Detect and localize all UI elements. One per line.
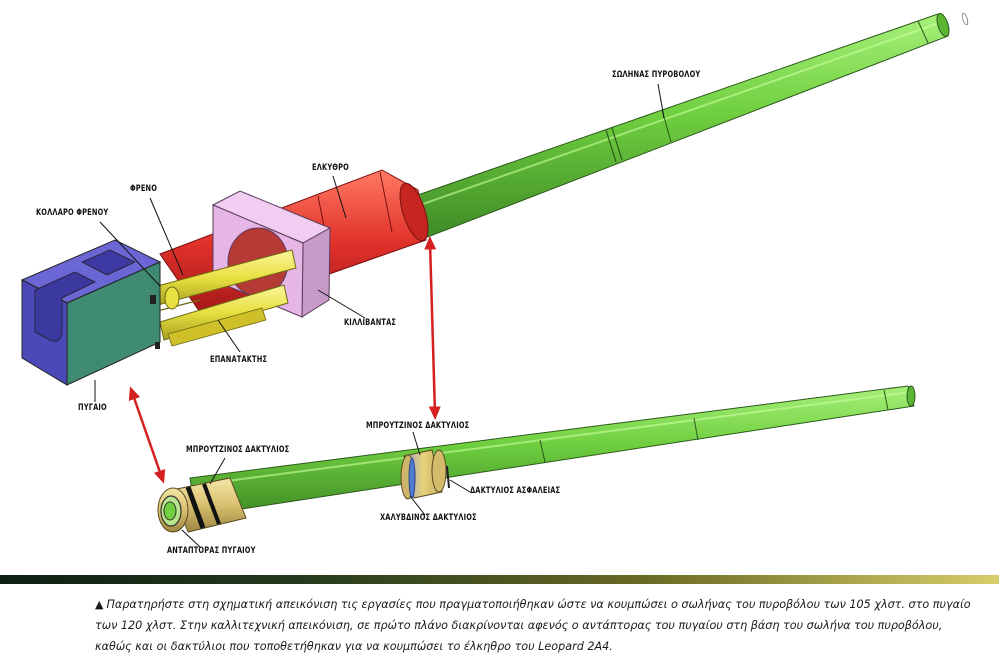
label-brake-collar: ΚΟΛΛΑΡΟ ΦΡΕΝΟΥ — [36, 208, 109, 218]
caption-divider — [0, 575, 999, 584]
label-recuperator: ΕΛΚΥΘΡΟ — [312, 163, 349, 173]
label-cradle: ΚΙΛΛΙΒΑΝΤΑΣ — [344, 318, 397, 328]
middle-rings — [400, 449, 450, 500]
label-bronze-ring-mid: ΜΠΡΟΥΤΖΙΝΟΣ ΔΑΚΤΥΛΙΟΣ — [366, 421, 470, 431]
caption-text: Παρατηρήστε στη σχηματική απεικόνιση τις… — [95, 598, 971, 653]
top-barrel — [414, 12, 969, 239]
figure-caption: ▲Παρατηρήστε στη σχηματική απεικόνιση τι… — [95, 594, 975, 657]
brake-rods — [129, 249, 297, 347]
label-barrel: ΣΩΛΗΝΑΣ ΠΥΡΟΒΟΛΟΥ — [612, 70, 701, 80]
triangle-icon: ▲ — [95, 598, 104, 611]
label-recoil-recuperator: ΕΠΑΝΑΤΑΚΤΗΣ — [210, 355, 268, 365]
label-safety-ring: ΔΑΚΤΥΛΙΟΣ ΑΣΦΑΛΕΙΑΣ — [470, 486, 561, 496]
breech-block — [20, 239, 162, 386]
label-breech-adapter: ΑΝΤΑΠΤΟΡΑΣ ΠΥΓΑΙΟΥ — [167, 546, 256, 556]
label-bronze-ring-left: ΜΠΡΟΥΤΖΙΝΟΣ ΔΑΚΤΥΛΙΟΣ — [186, 445, 290, 455]
breech-adapter — [157, 477, 247, 533]
leader-lines — [94, 83, 665, 548]
bottom-barrel — [189, 385, 916, 517]
label-breech: ΠΥΓΑΙΟ — [78, 403, 107, 413]
label-steel-ring: ΧΑΛΥΒΔΙΝΟΣ ΔΑΚΤΥΛΙΟΣ — [380, 513, 477, 523]
gun-barrel-diagram — [20, 12, 969, 548]
label-brake: ΦΡΕΝΟ — [130, 184, 158, 194]
connector-arrow-right — [424, 236, 441, 420]
connector-arrow-left — [128, 386, 166, 484]
